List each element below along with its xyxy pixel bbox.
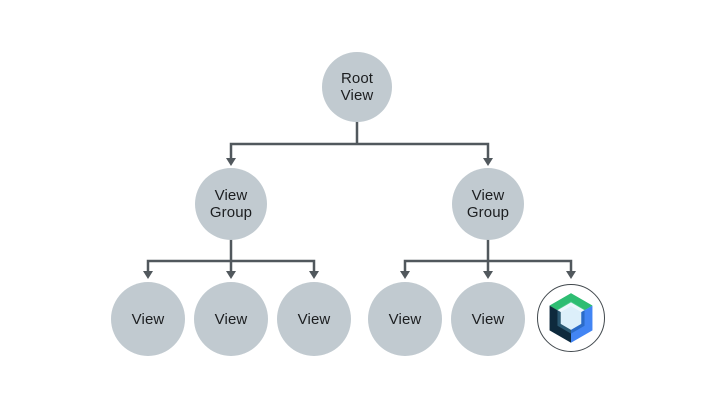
node-view-group-right: View Group (452, 168, 524, 240)
arrowhead-icon (226, 271, 236, 279)
arrowhead-icon (483, 271, 493, 279)
arrowhead-icon (566, 271, 576, 279)
node-view-4: View (368, 282, 442, 356)
arrowhead-icon (483, 158, 493, 166)
node-label-root-view: Root View (340, 70, 374, 104)
arrowhead-icon (309, 271, 319, 279)
node-label-view-2: View (214, 310, 248, 328)
arrowhead-icon (400, 271, 410, 279)
node-view-5: View (451, 282, 525, 356)
node-label-view-3: View (297, 310, 331, 328)
node-view-1: View (111, 282, 185, 356)
arrowhead-icon (143, 271, 153, 279)
node-view-group-left: View Group (195, 168, 267, 240)
node-view-2: View (194, 282, 268, 356)
node-label-view-4: View (388, 310, 422, 328)
jetpack-compose-icon (549, 293, 593, 343)
node-label-view-group-left: View Group (209, 187, 253, 221)
node-label-view-group-right: View Group (466, 187, 510, 221)
connector-path-1 (146, 220, 316, 272)
node-label-view-1: View (131, 310, 165, 328)
connector-path-2 (403, 220, 573, 272)
connector-path-0 (229, 100, 490, 159)
node-view-3: View (277, 282, 351, 356)
node-jetpack-compose (537, 284, 605, 352)
node-label-view-5: View (471, 310, 505, 328)
node-root-view: Root View (322, 52, 392, 122)
arrowhead-icon (226, 158, 236, 166)
